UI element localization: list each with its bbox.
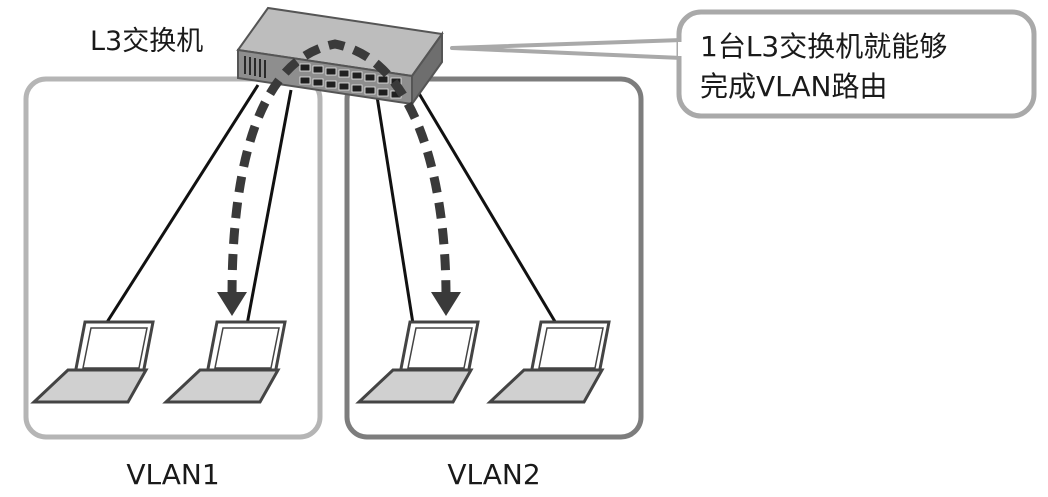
- vlan1-label: VLAN1: [126, 458, 219, 491]
- laptop-icon: [30, 320, 155, 404]
- cable-laptop-3: [374, 89, 416, 331]
- arrow-head-vlan2-icon: [431, 292, 461, 316]
- routing-arc: [227, 39, 451, 297]
- switch-label: L3交换机: [90, 26, 203, 57]
- laptop-icon: [162, 320, 287, 404]
- laptop-icon: [486, 320, 611, 404]
- vlan1-group-box: [23, 76, 323, 440]
- callout-bubble: [450, 9, 1037, 119]
- callout-text-line1: 1台L3交换机就能够: [700, 30, 947, 63]
- cable-laptop-1: [100, 84, 260, 331]
- arrow-head-vlan1-icon: [217, 292, 247, 316]
- cable-laptop-4: [412, 84, 562, 331]
- cable-laptop-2: [244, 89, 293, 331]
- vlan2-group-box: [344, 76, 644, 440]
- network-cables: [100, 84, 562, 331]
- callout-text-line2: 完成VLAN路由: [700, 70, 888, 103]
- vlan2-label: VLAN2: [447, 458, 540, 491]
- laptop-icon: [355, 320, 480, 404]
- routing-path: [227, 39, 451, 297]
